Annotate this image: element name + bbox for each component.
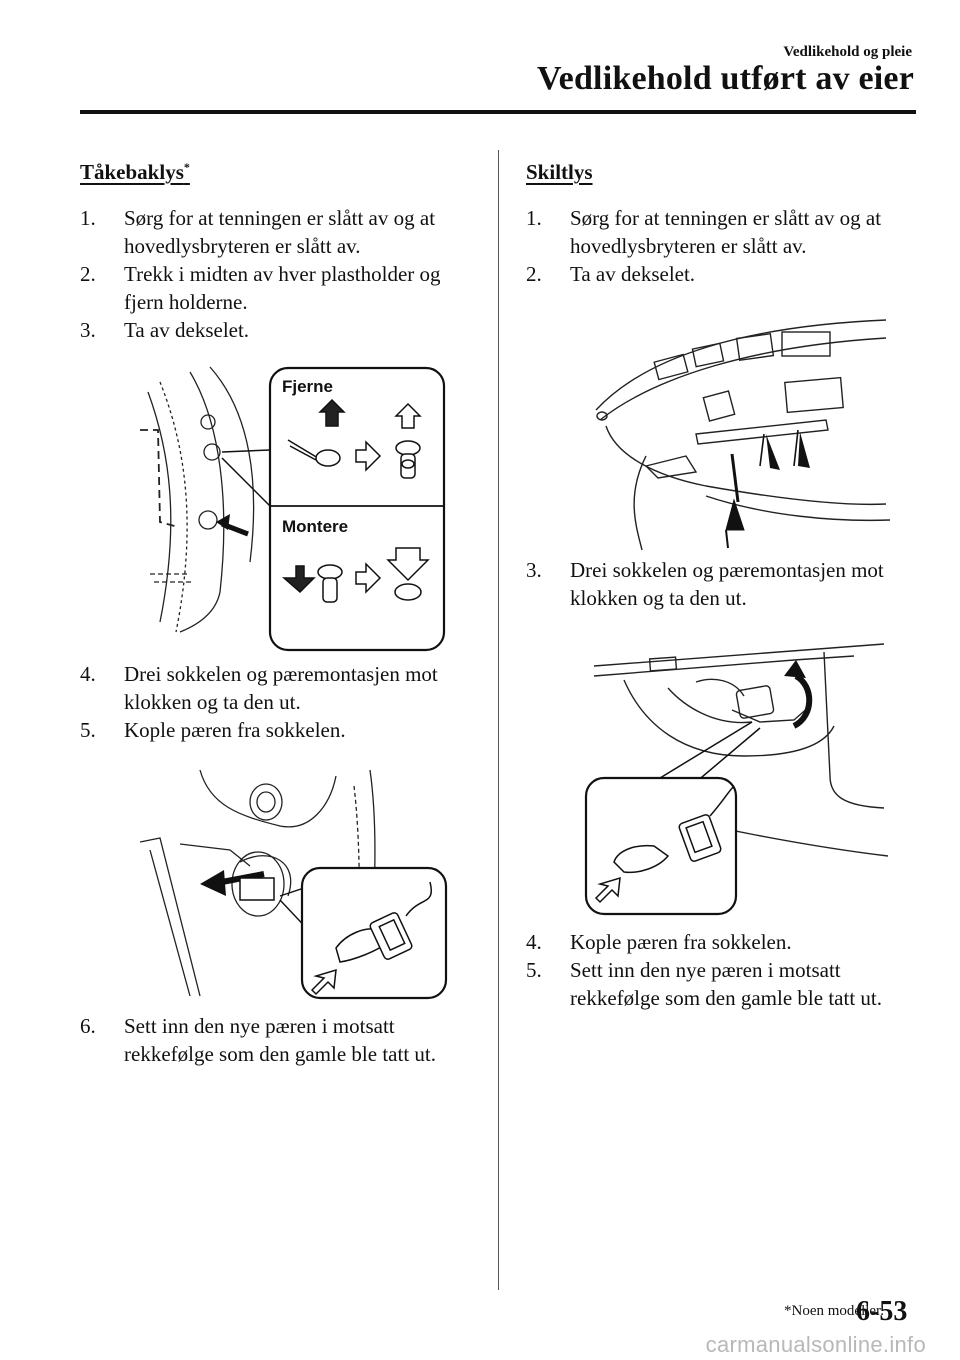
step-item: 1. Sørg for at tenningen er slått av og a… bbox=[80, 204, 476, 260]
step-text: Sett inn den nye pæren i motsatt rekkefø… bbox=[570, 958, 882, 1010]
step-number: 2. bbox=[80, 262, 96, 286]
step-number: 6. bbox=[80, 1014, 96, 1038]
fog-bulb-socket-illustration bbox=[140, 769, 448, 1000]
step-number: 1. bbox=[526, 206, 542, 230]
step-item: 5. Sett inn den nye pæren i motsatt rekke… bbox=[526, 956, 916, 1012]
step-number: 1. bbox=[80, 206, 96, 230]
remove-label: Fjerne bbox=[282, 377, 333, 396]
fog-light-heading-text: Tåkebaklys bbox=[80, 160, 184, 184]
step-text: Trekk i midten av hver plastholder og fj… bbox=[124, 262, 441, 314]
step-number: 3. bbox=[526, 558, 542, 582]
step-text: Sett inn den nye pæren i motsatt rekkefø… bbox=[124, 1014, 436, 1066]
step-text: Drei sokkelen og pæremontasjen mot klokk… bbox=[570, 558, 884, 610]
fog-light-heading: Tåkebaklys* bbox=[80, 160, 190, 185]
step-number: 2. bbox=[526, 262, 542, 286]
license-bulb-socket-illustration bbox=[584, 643, 889, 916]
license-steps-4-5: 4. Kople pæren fra sokkelen. 5. Sett inn d… bbox=[526, 928, 916, 1012]
step-number: 5. bbox=[80, 718, 96, 742]
license-step-3: 3. Drei sokkelen og pæremontasjen mot klo… bbox=[526, 556, 916, 612]
license-light-heading: Skiltlys bbox=[526, 160, 593, 184]
step-text: Drei sokkelen og pæremontasjen mot klokk… bbox=[124, 662, 438, 714]
step-item: 2. Ta av dekselet. bbox=[526, 260, 916, 288]
step-item: 4. Kople pæren fra sokkelen. bbox=[526, 928, 916, 956]
step-number: 4. bbox=[80, 662, 96, 686]
optional-mark: * bbox=[183, 160, 190, 174]
fog-steps-4-5: 4. Drei sokkelen og pæremontasjen mot klo… bbox=[80, 660, 476, 744]
license-cover-removal-illustration bbox=[595, 319, 891, 551]
header-rule bbox=[80, 110, 916, 114]
step-item: 3. Ta av dekselet. bbox=[80, 316, 476, 344]
step-item: 5. Kople pæren fra sokkelen. bbox=[80, 716, 476, 744]
fog-steps-1-3: 1. Sørg for at tenningen er slått av og a… bbox=[80, 204, 476, 344]
step-text: Sørg for at tenningen er slått av og at … bbox=[124, 206, 436, 258]
step-text: Kople pæren fra sokkelen. bbox=[570, 930, 792, 954]
section-label: Vedlikehold og pleie bbox=[783, 44, 912, 60]
fog-step-6: 6. Sett inn den nye pæren i motsatt rekke… bbox=[80, 1012, 476, 1068]
step-text: Ta av dekselet. bbox=[124, 318, 250, 342]
step-item: 3. Drei sokkelen og pæremontasjen mot klo… bbox=[526, 556, 916, 612]
clip-removal-illustration: Fjerne Montere bbox=[140, 366, 446, 652]
install-label: Montere bbox=[282, 517, 348, 536]
step-item: 2. Trekk i midten av hver plastholder og … bbox=[80, 260, 476, 316]
step-text: Kople pæren fra sokkelen. bbox=[124, 718, 346, 742]
step-number: 3. bbox=[80, 318, 96, 342]
page-number: 6-53 bbox=[856, 1296, 908, 1327]
footnote: *Noen modeller. bbox=[784, 1303, 884, 1319]
step-item: 1. Sørg for at tenningen er slått av og a… bbox=[526, 204, 916, 260]
step-text: Ta av dekselet. bbox=[570, 262, 696, 286]
step-number: 4. bbox=[526, 930, 542, 954]
column-divider bbox=[498, 150, 499, 1290]
step-text: Sørg for at tenningen er slått av og at … bbox=[570, 206, 882, 258]
page-title: Vedlikehold utført av eier bbox=[537, 60, 914, 97]
license-steps-1-2: 1. Sørg for at tenningen er slått av og a… bbox=[526, 204, 916, 288]
step-item: 4. Drei sokkelen og pæremontasjen mot klo… bbox=[80, 660, 476, 716]
watermark: carmanualsonline.info bbox=[705, 1332, 926, 1357]
step-item: 6. Sett inn den nye pæren i motsatt rekke… bbox=[80, 1012, 476, 1068]
step-number: 5. bbox=[526, 958, 542, 982]
